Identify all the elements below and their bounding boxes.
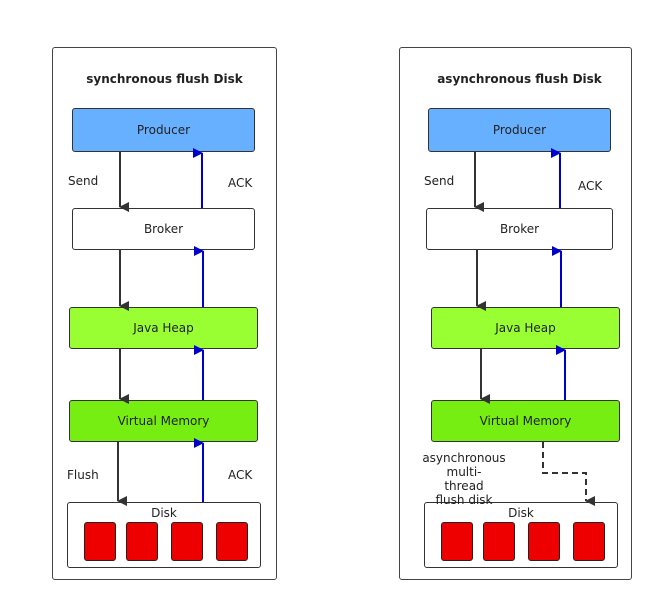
right-async-line-3: flush disk [435,493,493,507]
right-broker-label: Broker [499,222,540,236]
left-ack-bottom-label: ACK [228,468,253,482]
left-flush-label: Flush [67,468,99,482]
right-async-line-1: asynchronous multi- [422,451,506,479]
right-async-flush-arrow [542,442,595,506]
right-broker-box: Broker [426,208,613,250]
left-virtual-memory-label: Virtual Memory [117,414,210,428]
left-broker-box: Broker [72,208,255,250]
left-broker-label: Broker [143,222,184,236]
left-ack-top-label: ACK [228,176,253,190]
right-title: asynchronous flush Disk [437,72,602,86]
right-disk-block-1 [441,522,473,561]
right-producer-box: Producer [428,108,611,152]
left-disk-block-2 [126,522,158,561]
left-java-heap-label: Java Heap [133,321,194,335]
right-disk-label: Disk [508,506,534,520]
right-java-heap-box: Java Heap [431,307,620,349]
left-disk-block-3 [171,522,203,561]
right-disk-block-4 [573,522,605,561]
right-ack-top-label: ACK [578,179,603,193]
left-title: synchronous flush Disk [86,72,243,86]
right-async-line-2: thread [444,479,484,493]
left-disk-box: Disk [67,502,261,568]
left-disk-block-1 [84,522,116,561]
right-virtual-memory-label: Virtual Memory [479,414,572,428]
right-virtual-memory-box: Virtual Memory [431,400,620,442]
left-disk-block-4 [216,522,248,561]
left-java-heap-box: Java Heap [69,307,258,349]
right-async-flush-label: asynchronous multi- thread flush disk [404,451,524,507]
left-producer-box: Producer [72,108,255,152]
left-send-label: Send [68,174,99,188]
left-disk-label: Disk [151,506,177,520]
left-producer-label: Producer [136,123,191,137]
right-disk-block-3 [528,522,560,561]
right-send-label: Send [424,174,455,188]
right-producer-label: Producer [492,123,547,137]
right-disk-block-2 [483,522,515,561]
right-java-heap-label: Java Heap [495,321,556,335]
left-virtual-memory-box: Virtual Memory [69,400,258,442]
right-disk-box: Disk [424,502,618,568]
